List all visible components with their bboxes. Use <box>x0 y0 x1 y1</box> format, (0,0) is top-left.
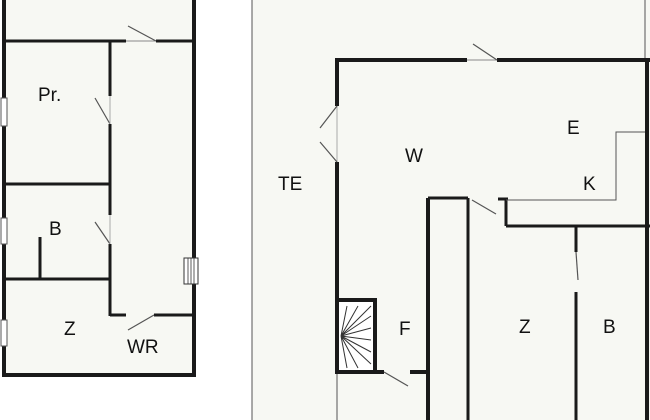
room-label-b-left: B <box>49 219 62 240</box>
room-label-wr: WR <box>127 337 159 358</box>
room-label-z-right: Z <box>519 317 531 338</box>
right-building <box>251 0 650 420</box>
room-label-b-right: B <box>603 317 616 338</box>
left-door-top-leaf <box>127 25 157 42</box>
kitchen-counter <box>506 131 645 201</box>
french-door-leaf-2 <box>319 141 338 163</box>
room-label-te: TE <box>278 174 302 195</box>
window-left-3 <box>0 319 8 347</box>
door-pr-leaf <box>94 97 111 125</box>
stairs-icon <box>335 298 377 374</box>
room-label-w: W <box>405 146 423 167</box>
room-label-pr: Pr. <box>38 85 61 106</box>
room-label-f: F <box>399 319 411 340</box>
entry-door-leaf <box>383 371 409 387</box>
window-left-1 <box>0 97 8 127</box>
door-z-leaf <box>471 199 497 215</box>
left-building <box>0 0 199 377</box>
left-building-floor <box>4 0 194 376</box>
door-b-leaf <box>94 221 111 245</box>
radiator-icon <box>183 257 199 285</box>
room-label-z-left: Z <box>64 319 76 340</box>
french-door-leaf-1 <box>319 105 338 129</box>
room-label-e: E <box>567 118 580 139</box>
window-left-2 <box>0 217 8 245</box>
room-labels: Pr. B Z WR TE W E K F Z B <box>38 85 616 358</box>
main-door-top-leaf <box>472 43 498 61</box>
door-b-right-leaf <box>575 251 579 281</box>
terrace-area <box>252 0 650 420</box>
door-wr-leaf <box>127 314 155 331</box>
room-label-k: K <box>583 174 596 195</box>
